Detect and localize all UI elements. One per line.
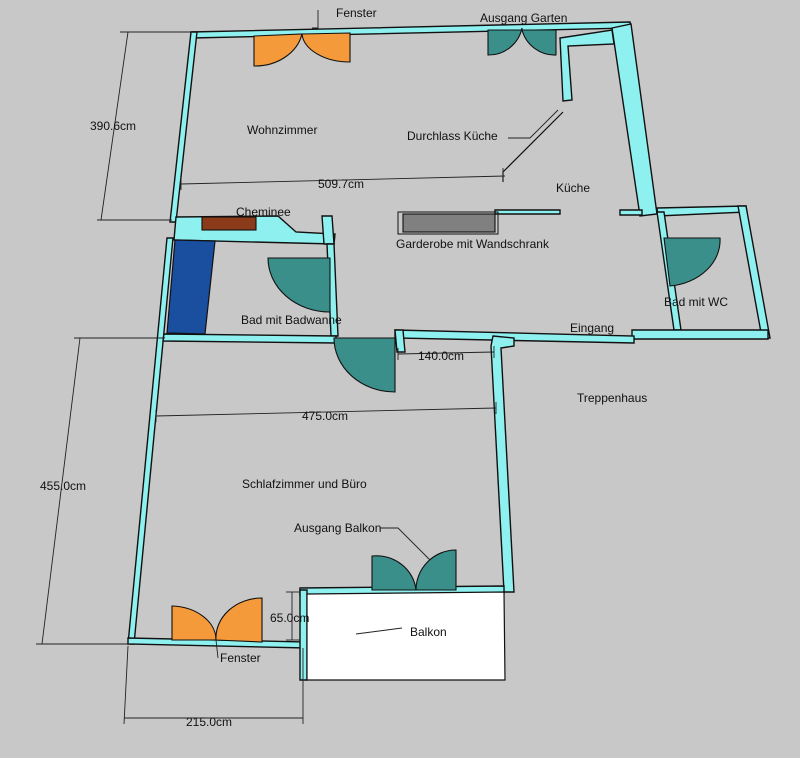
wall-cheminee-post xyxy=(321,215,335,245)
wall-left-lower xyxy=(127,237,174,645)
label-durchlass-kueche: Durchlass Küche xyxy=(407,129,498,143)
wall-entrance-left xyxy=(394,329,406,353)
wall-wc-bottom xyxy=(631,329,769,340)
wall-wc-stub xyxy=(619,209,643,216)
label-cheminee: Cheminee xyxy=(236,205,291,219)
label-schlafzimmer: Schlafzimmer und Büro xyxy=(242,477,367,491)
label-fenster-top: Fenster xyxy=(336,6,377,20)
label-eingang: Eingang xyxy=(570,321,614,335)
label-ausgang-balkon: Ausgang Balkon xyxy=(294,521,381,535)
bathtub xyxy=(166,239,216,335)
kitchen-passthrough xyxy=(502,111,564,182)
door-bath xyxy=(267,257,331,313)
wall-wc-right xyxy=(737,205,771,339)
dim-65: 65.0cm xyxy=(270,611,309,625)
doors xyxy=(267,27,721,591)
label-fenster-bottom: Fenster xyxy=(220,651,261,665)
wall-kitchen-right xyxy=(611,23,658,217)
dimension-lines xyxy=(36,10,559,725)
dim-390: 390.6cm xyxy=(90,119,136,133)
label-ausgang-garten: Ausgang Garten xyxy=(480,11,567,25)
wall-kitchen-counter xyxy=(494,209,561,215)
label-treppenhaus: Treppenhaus xyxy=(577,391,647,405)
window-bottom-left xyxy=(171,605,217,641)
window-bottom-right xyxy=(215,597,263,643)
wall-kitchen-inner xyxy=(559,29,615,102)
label-bad-mit-wc: Bad mit WC xyxy=(664,295,728,309)
door-garden-right xyxy=(521,29,557,56)
window-top-right xyxy=(301,32,351,63)
wardrobe xyxy=(402,213,496,233)
door-garden-left xyxy=(487,27,523,56)
door-balcony-left xyxy=(371,555,417,591)
dim-455: 455.0cm xyxy=(40,479,86,493)
fireplace xyxy=(201,216,257,231)
wall-left-upper xyxy=(169,31,198,223)
label-kueche: Küche xyxy=(556,181,590,195)
label-garderobe: Garderobe mit Wandschrank xyxy=(396,237,550,251)
wall-bath-bottom xyxy=(162,333,337,344)
dim-215: 215.0cm xyxy=(186,715,232,729)
wall-wc-top xyxy=(656,205,748,217)
dim-140: 140.0cm xyxy=(418,349,464,363)
label-balkon: Balkon xyxy=(410,625,447,639)
wall-balcony-left xyxy=(299,589,308,681)
label-bad-mit-badwanne: Bad mit Badwanne xyxy=(241,313,342,327)
wardrobe-frame xyxy=(397,211,499,235)
door-corridor xyxy=(333,337,396,393)
dim-509: 509.7cm xyxy=(318,177,364,191)
window-top-left xyxy=(253,33,303,67)
windows xyxy=(171,32,351,643)
door-wc xyxy=(663,237,721,287)
balcony-floor xyxy=(306,591,506,681)
wall-bedroom-right xyxy=(490,335,515,593)
label-wohnzimmer: Wohnzimmer xyxy=(247,123,317,137)
door-balcony-right xyxy=(415,549,457,591)
dim-475: 475.0cm xyxy=(302,409,348,423)
